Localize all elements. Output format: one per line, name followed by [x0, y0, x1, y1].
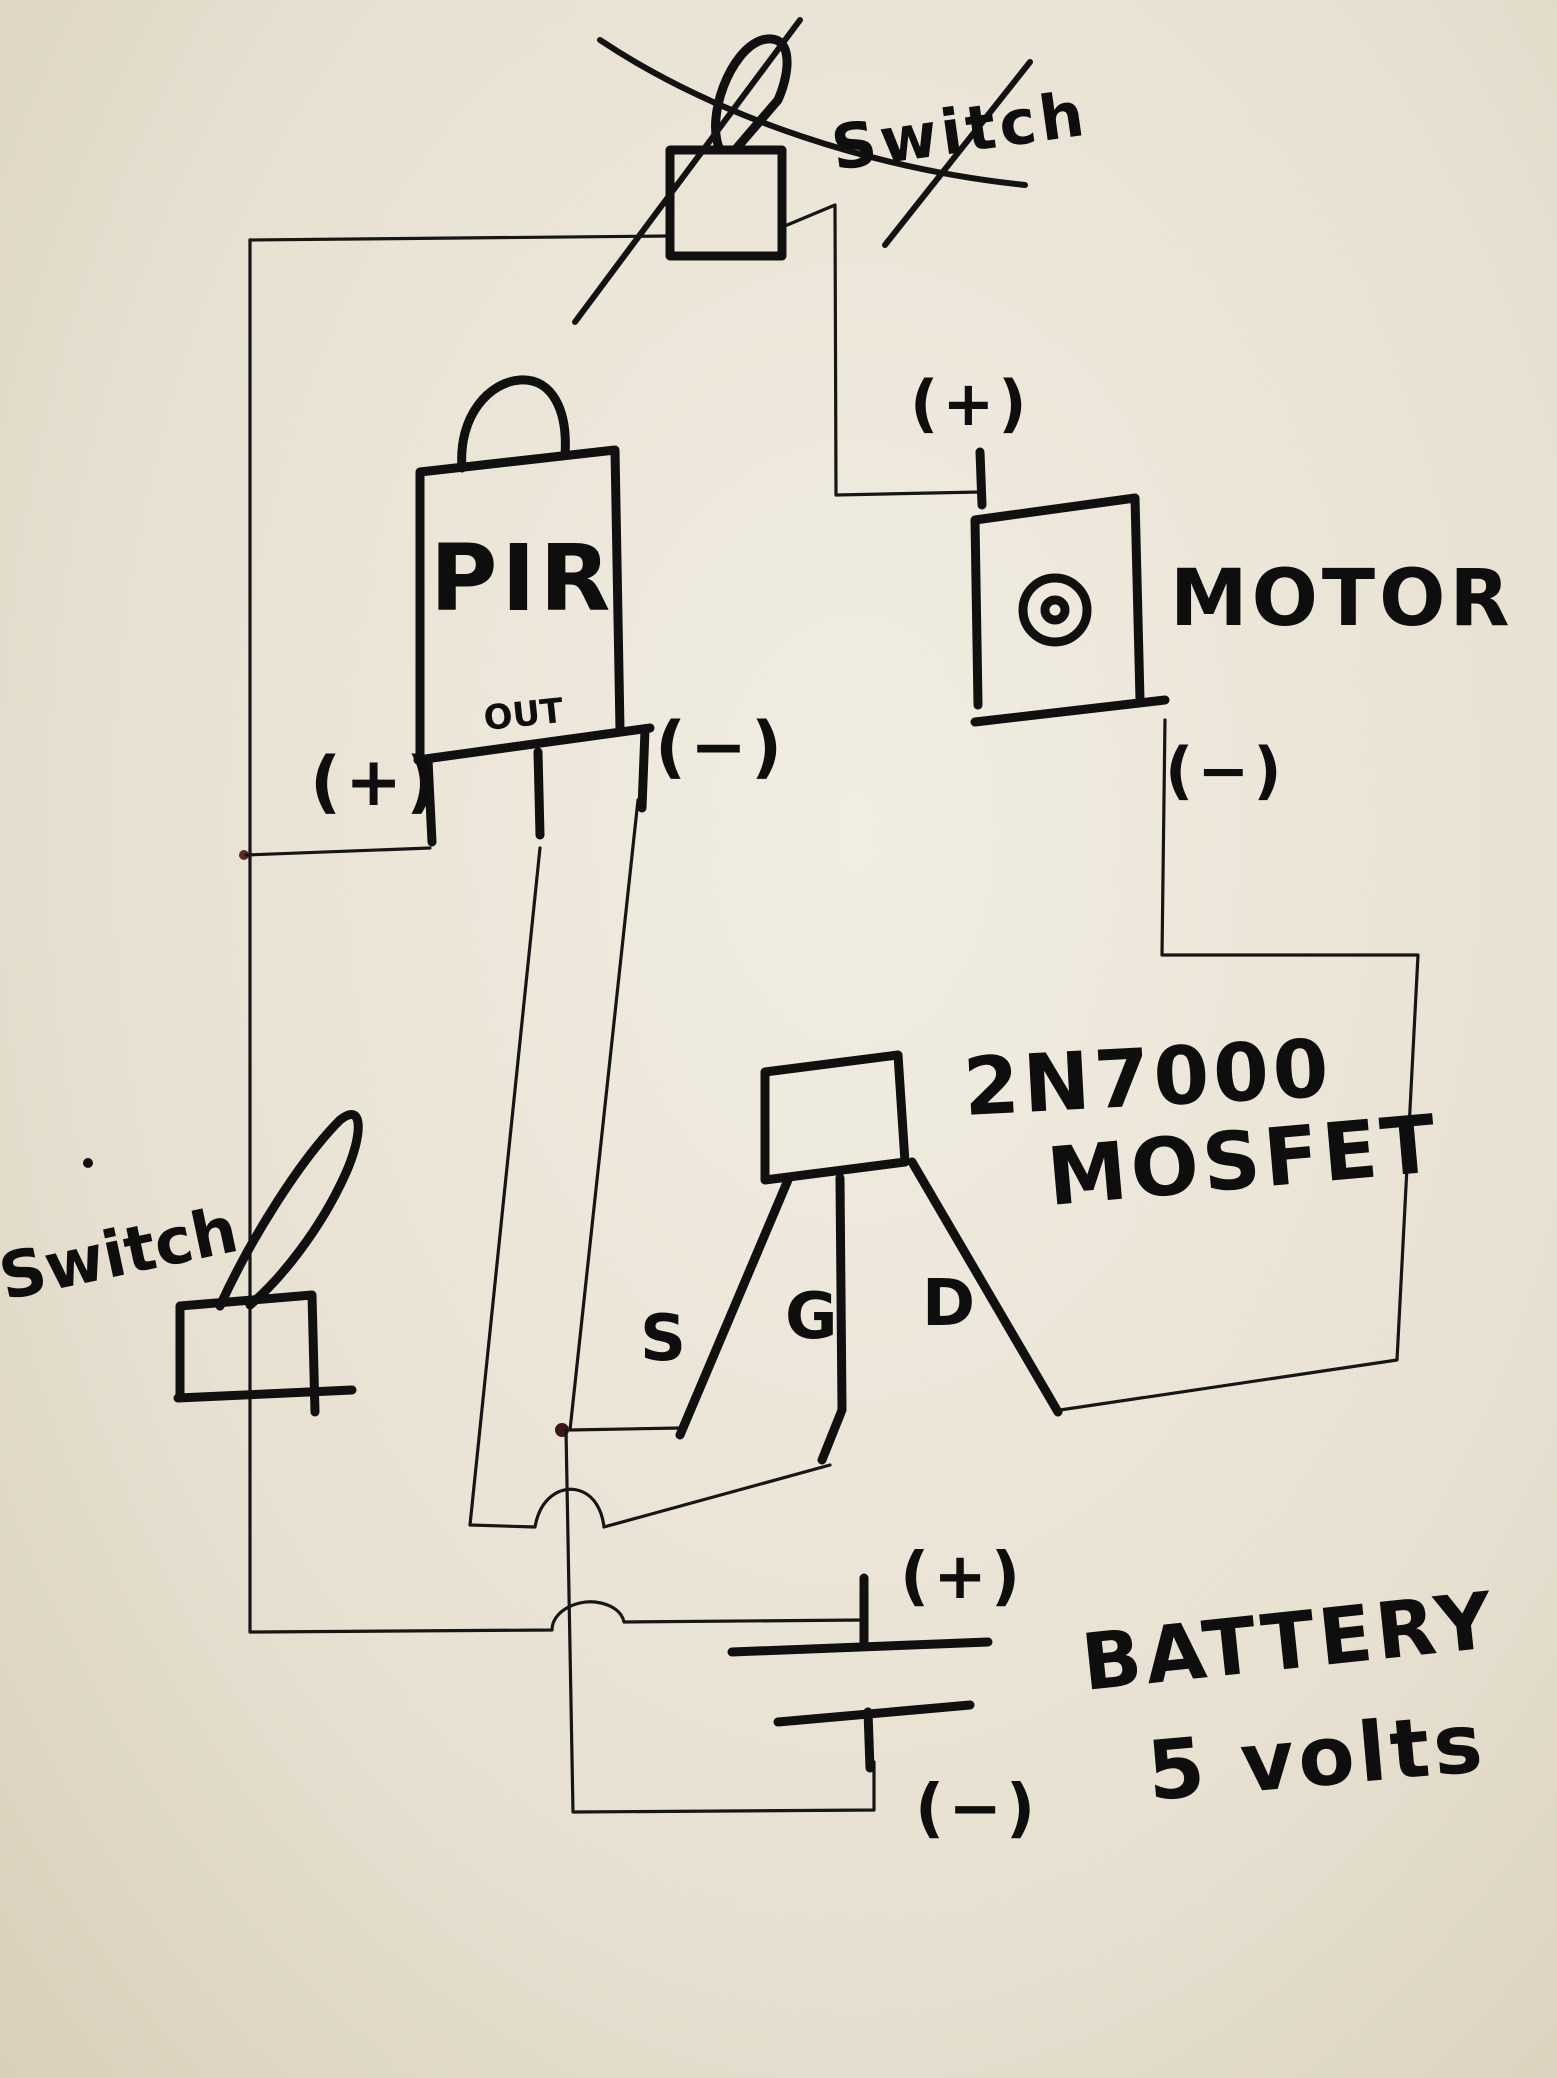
- wire-top-left-rail: [248, 238, 864, 1634]
- motor: MOTOR (+) (−): [910, 367, 1514, 807]
- mosfet-pin-s-label: S: [640, 1302, 686, 1376]
- wire-pir-minus: [568, 798, 682, 1432]
- wire-pir-out: [468, 846, 832, 1529]
- mosfet-part-label: 2N7000: [961, 1022, 1335, 1134]
- switch-top-cross-3: [882, 59, 1033, 248]
- mosfet-body: [760, 1050, 910, 1185]
- mosfet: 2N7000 MOSFET S G D: [640, 1022, 1443, 1465]
- wire-pir-plus: [244, 846, 432, 857]
- battery-minus-label: (−): [915, 1772, 1039, 1846]
- motor-plus-label: (+): [910, 367, 1031, 440]
- pir-label: PIR: [430, 525, 615, 632]
- junction-dot-left: [239, 850, 249, 860]
- switch-left-body: [173, 1290, 357, 1417]
- battery-label: BATTERY: [1078, 1576, 1501, 1709]
- switch-top-cross-2: [597, 37, 1028, 188]
- switch-left: Switch: [0, 1110, 363, 1417]
- battery: (+) (−) BATTERY 5 volts: [727, 1540, 1501, 1846]
- switch-left-label: Switch: [0, 1193, 244, 1316]
- pir-dome: [457, 375, 570, 473]
- mosfet-drain-leg: [907, 1157, 1063, 1417]
- wire-ground: [564, 1428, 876, 1814]
- pir-minus-label: (−): [655, 708, 786, 787]
- pir-pin-out: [533, 747, 545, 840]
- motor-label: MOTOR: [1170, 554, 1514, 644]
- mosfet-gate-leg: [817, 1173, 847, 1465]
- motor-bottom: [970, 695, 1170, 727]
- switch-top-lever: [711, 34, 792, 155]
- pir-sensor: PIR OUT (+) (−): [310, 375, 786, 847]
- switch-left-dot: [83, 1158, 93, 1168]
- mosfet-pin-d-label: D: [922, 1267, 975, 1341]
- switch-top-body: [665, 145, 787, 261]
- pir-out-label: OUT: [482, 691, 566, 739]
- pir-pin-bar: [413, 723, 655, 765]
- motor-shaft-outer: [1018, 573, 1092, 647]
- motor-minus-label: (−): [1165, 734, 1286, 807]
- battery-plate-short: [773, 1700, 975, 1727]
- battery-minus-lead: [863, 1707, 875, 1773]
- wire-motor-minus: [1058, 718, 1420, 1412]
- pir-plus-label: (+): [310, 743, 441, 822]
- mosfet-source-leg: [675, 1175, 793, 1440]
- mosfet-pin-g-label: G: [785, 1280, 838, 1354]
- battery-plate-long: [727, 1637, 993, 1657]
- motor-body: [970, 493, 1145, 710]
- motor-plus-lead: [975, 447, 987, 510]
- switch-left-lever: [215, 1110, 363, 1311]
- pir-body: [415, 445, 625, 763]
- pir-pin-minus: [637, 725, 650, 813]
- battery-plus-label: (+): [900, 1540, 1024, 1614]
- switch-top-label: Switch: [827, 77, 1092, 185]
- battery-voltage-label: 5 volts: [1143, 1696, 1490, 1820]
- motor-shaft-inner: [1040, 595, 1070, 625]
- switch-top-cross-1: [572, 17, 803, 325]
- pir-pin-plus: [423, 755, 437, 847]
